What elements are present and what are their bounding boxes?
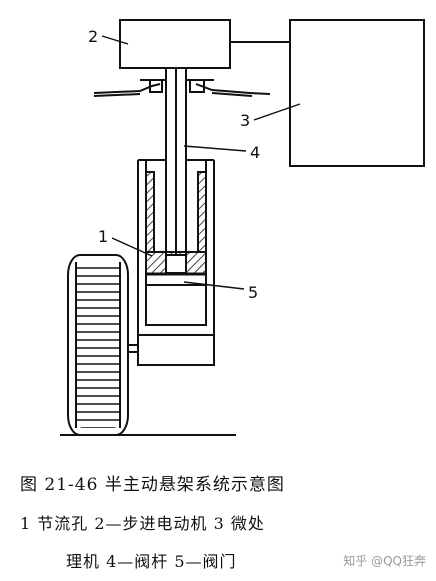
lower-strut [128, 334, 215, 366]
figure-caption-title: 图 21-46 半主动悬架系统示意图 [20, 475, 285, 495]
callout-1: 1 [98, 227, 108, 246]
stepper-motor [119, 19, 231, 69]
valve-rod [165, 67, 187, 259]
inner-sleeve-left [145, 171, 155, 253]
leader-3 [253, 103, 301, 121]
microprocessor [289, 19, 425, 167]
leader-1 [111, 237, 153, 257]
inner-sleeve-right [197, 171, 207, 253]
lower-chamber [145, 284, 207, 326]
leader-4 [183, 145, 247, 152]
figure-legend-line-1: 1 节流孔 2—步进电动机 3 微处 [20, 514, 265, 533]
suspension-diagram: 2 3 4 1 5 [60, 19, 425, 436]
wheel-tire [67, 254, 129, 436]
leader-5 [183, 281, 245, 290]
watermark: 知乎 @QQ狂奔 [343, 554, 426, 568]
callout-5: 5 [248, 283, 258, 302]
leader-2 [101, 35, 129, 45]
callout-4: 4 [250, 143, 260, 162]
valve [165, 254, 187, 274]
callout-2: 2 [88, 27, 98, 46]
callout-3: 3 [240, 111, 250, 130]
figure-legend-line-2: 理机 4—阀杆 5—阀门 [66, 552, 237, 571]
